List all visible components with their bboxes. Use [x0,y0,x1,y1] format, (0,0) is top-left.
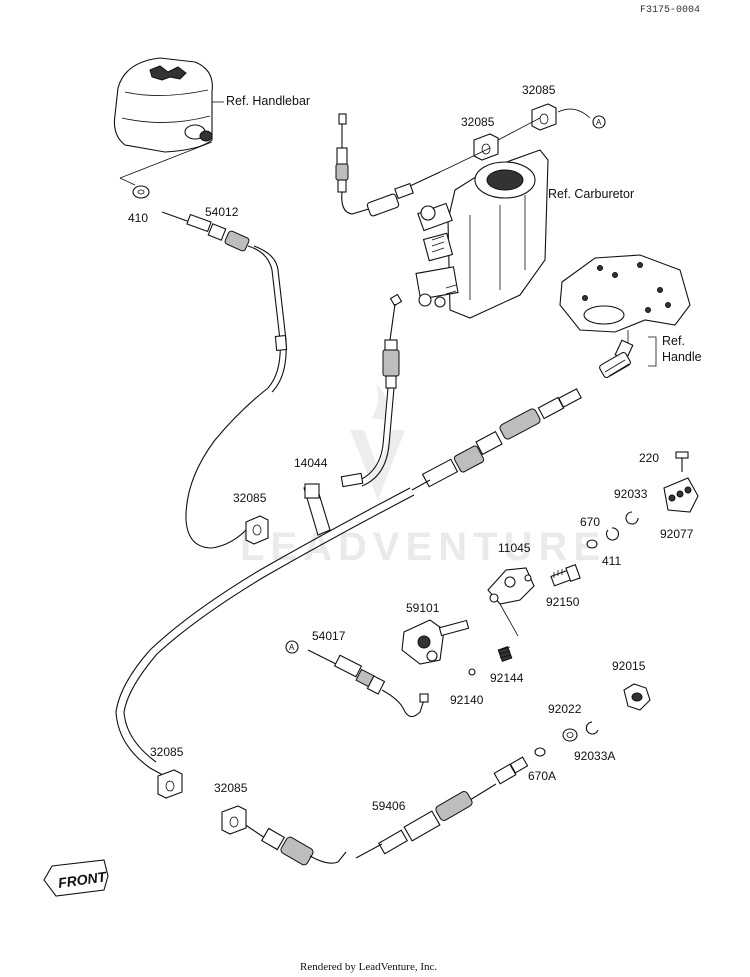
clamp-32085-top-right [531,103,557,131]
carb-cable-lower [340,293,403,488]
part-32085-bottom-1-label: 32085 [150,745,184,759]
part-11045-label: 11045 [498,541,531,555]
part-32085-bottom-2-label: 32085 [214,781,248,795]
handle-bolt [599,339,634,379]
washer-92022 [562,728,578,742]
part-14044-label: 14044 [294,456,328,470]
ref-handle-label-line1: Ref. [662,334,685,348]
part-32085-top-mid-label: 32085 [461,115,495,129]
carburetor-assembly [415,149,549,319]
part-92015-label: 92015 [612,659,646,673]
part-92144-label: 92144 [490,671,524,685]
ref-carburetor-label: Ref. Carburetor [548,187,634,201]
bracket-11045 [487,567,535,637]
front-arrow: FRONT [43,859,109,897]
nut-92015 [623,683,651,711]
part-32085-top-right-label: 32085 [522,83,556,97]
footer-credit: Rendered by LeadVenture, Inc. [300,961,437,973]
clamp-32085-bottom-2 [221,805,247,835]
connector-a-bottom-label: A [289,643,295,652]
part-59101-label: 59101 [406,601,440,615]
bolt-92150 [550,564,581,587]
front-label: FRONT [57,868,108,891]
carb-cable-upper [335,113,441,217]
part-670A-label: 670A [528,769,556,783]
part-32085-left-label: 32085 [233,491,267,505]
throttle-cable-54012 [161,211,288,549]
clamp-32085-left [245,515,269,545]
part-92022-label: 92022 [548,702,582,716]
screw-220 [675,451,689,472]
clip-92033A [585,721,599,735]
part-410-label: 410 [128,211,148,225]
ref-handlebar-label: Ref. Handlebar [226,94,310,108]
part-670-label: 670 [580,515,600,529]
part-92140-label: 92140 [450,693,484,707]
washer-670 [586,539,598,549]
ring-411 [605,527,620,541]
handlebar-housing [113,57,224,186]
pin-92140 [468,668,476,676]
ref-handle-label-line2: Handle [662,350,702,364]
part-92150-label: 92150 [546,595,580,609]
lever-59101 [401,619,470,665]
plate-92077 [663,477,699,513]
cable-59406 [355,756,529,859]
cable-54017: A [285,640,429,718]
connector-a-top: A [592,115,606,129]
part-220-label: 220 [639,451,659,465]
clip-92033 [625,511,639,525]
part-92077-label: 92077 [660,527,694,541]
watermark-text: LEADVENTURE [240,525,606,569]
part-411-label: 411 [602,554,621,568]
spring-92144 [497,646,513,662]
long-control-cable [115,388,582,866]
part-59406-label: 59406 [372,799,406,813]
bracket-14044 [303,483,331,536]
washer-410 [132,185,150,199]
part-54017-label: 54017 [312,629,346,643]
part-54012-label: 54012 [205,205,239,219]
clamp-32085-top-mid [473,133,499,161]
connector-a-top-label: A [596,118,602,127]
diagram-code: F3175-0004 [640,5,700,16]
clamp-32085-bottom-1 [157,769,183,799]
part-92033A-label: 92033A [574,749,615,763]
part-92033-label: 92033 [614,487,648,501]
handle-bracket-plate [559,254,691,346]
washer-670A [534,747,546,757]
